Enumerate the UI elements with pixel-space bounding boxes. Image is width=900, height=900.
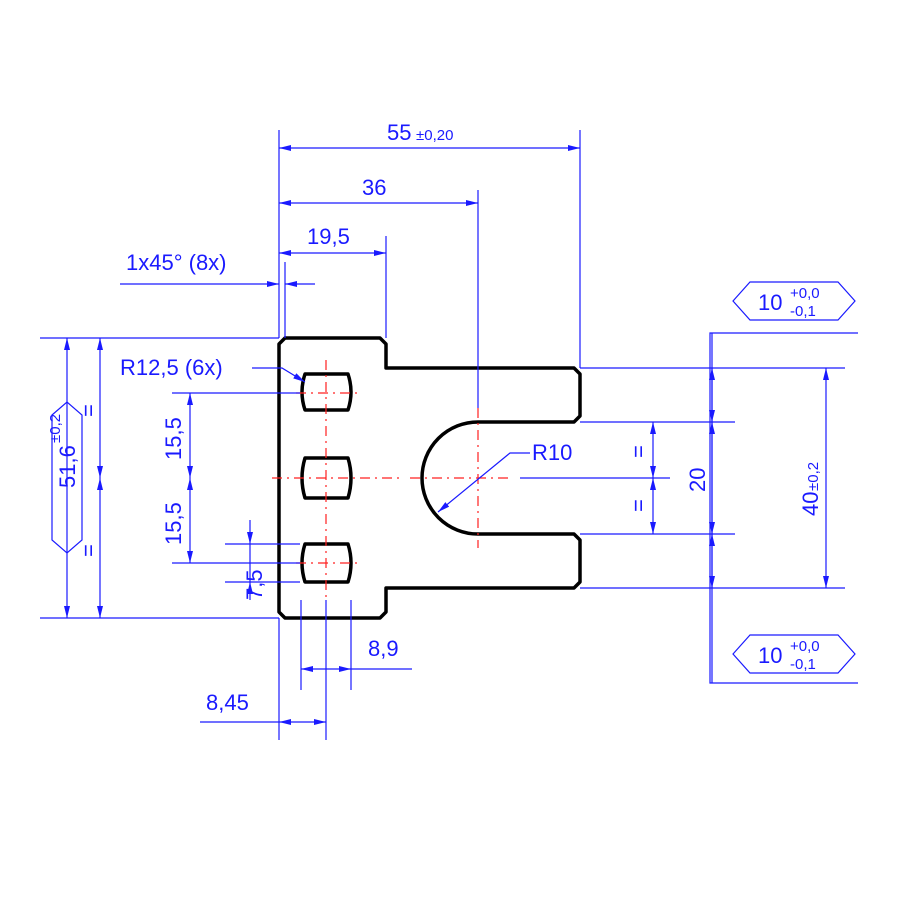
dim-pocket-offset: 8,45	[206, 690, 249, 715]
dim-chamfer: 1x45° (8x)	[126, 250, 227, 275]
tine-bottom-upper: +0,0	[790, 638, 820, 655]
dim-pocket-height: 7,5	[242, 569, 267, 600]
dimension-lines	[64, 145, 829, 725]
dim-pitch-bottom: 15,5	[161, 502, 186, 545]
dim-slot-center: 36	[362, 175, 386, 200]
tine-tolerance-box-bottom	[732, 634, 856, 674]
tine-top-upper: +0,0	[790, 285, 820, 302]
dim-fork-height-tol: ±0,2	[805, 462, 822, 491]
dim-pocket-width: 8,9	[368, 636, 399, 661]
tine-top-lower: -0,1	[790, 303, 816, 320]
pocket-top	[300, 372, 353, 412]
dim-total-height: 51,6	[55, 445, 80, 488]
tine-bottom-nominal: 10	[758, 643, 782, 668]
equal-sign-upper: =	[76, 404, 101, 417]
equal-sign-lower: =	[76, 544, 101, 557]
centerlines	[272, 360, 510, 600]
part-outline	[277, 336, 582, 620]
pocket-middle	[300, 456, 353, 500]
dim-overall-width-tol: ±0,20	[416, 127, 453, 144]
dim-overall-width: 55	[387, 120, 411, 145]
pocket-bottom	[300, 542, 353, 584]
dim-fork-height: 40	[798, 492, 823, 516]
tine-top-nominal: 10	[758, 290, 782, 315]
dim-radius-slot: R10	[532, 440, 572, 465]
dim-radius-small: R12,5 (6x)	[120, 355, 223, 380]
dim-flange-width: 19,5	[307, 224, 350, 249]
tine-tolerance-box-top	[732, 281, 856, 321]
equal-sign-slot-upper: =	[626, 445, 651, 458]
dim-slot-width: 20	[685, 468, 710, 492]
tine-bottom-lower: -0,1	[790, 656, 816, 673]
dim-total-height-tol: ±0,2	[47, 414, 64, 443]
height-tolerance-box	[51, 401, 83, 554]
dim-pitch-top: 15,5	[161, 417, 186, 460]
equal-sign-slot-lower: =	[626, 499, 651, 512]
